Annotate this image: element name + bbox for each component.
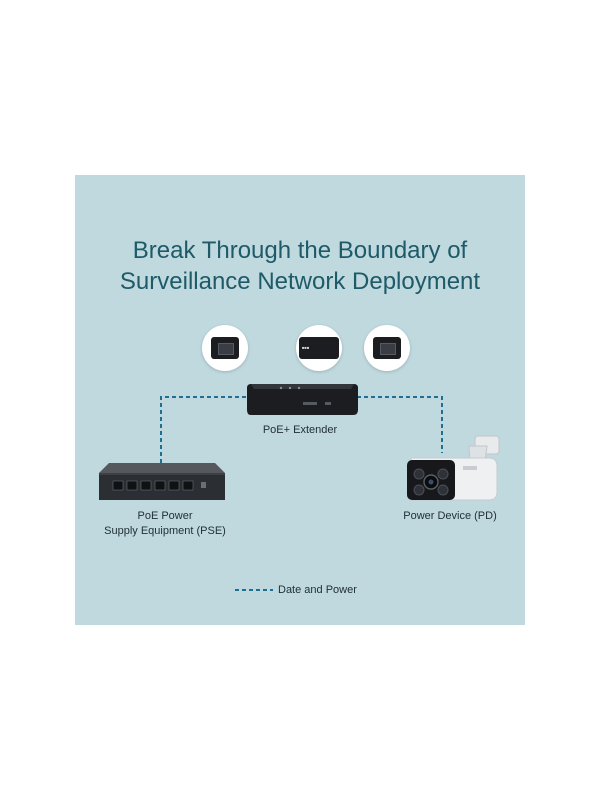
connection-lines <box>160 396 443 591</box>
title-line-2: Surveillance Network Deployment <box>119 268 481 295</box>
title-line-1: Break Through the Boundary of <box>132 237 468 264</box>
extender-panel-icon: ■■■ <box>299 337 339 359</box>
ethernet-port-icon <box>211 337 239 359</box>
camera-port-zoom <box>364 325 410 371</box>
ethernet-port-icon <box>373 337 401 359</box>
switch-label-line-1: PoE Power <box>137 510 193 522</box>
bullet-camera-device <box>407 435 500 501</box>
legend-label: Date and Power <box>278 584 357 596</box>
diagram-panel: Break Through the Boundary of Surveillan… <box>75 175 525 625</box>
switch-label-line-2: Supply Equipment (PSE) <box>104 525 226 537</box>
poe-extender-device <box>247 384 358 415</box>
diagram-title: Break Through the Boundary of Surveillan… <box>75 235 525 297</box>
extender-label: PoE+ Extender <box>262 424 338 436</box>
link-extender-to-camera <box>357 396 443 453</box>
camera-label: Power Device (PD) <box>403 510 497 522</box>
extender-top-zoom: ■■■ <box>296 325 342 371</box>
switch-label: PoE Power Supply Equipment (PSE) <box>85 509 245 539</box>
switch-port-zoom <box>202 325 248 371</box>
link-switch-to-extender <box>160 396 247 463</box>
poe-switch-device <box>99 463 225 500</box>
